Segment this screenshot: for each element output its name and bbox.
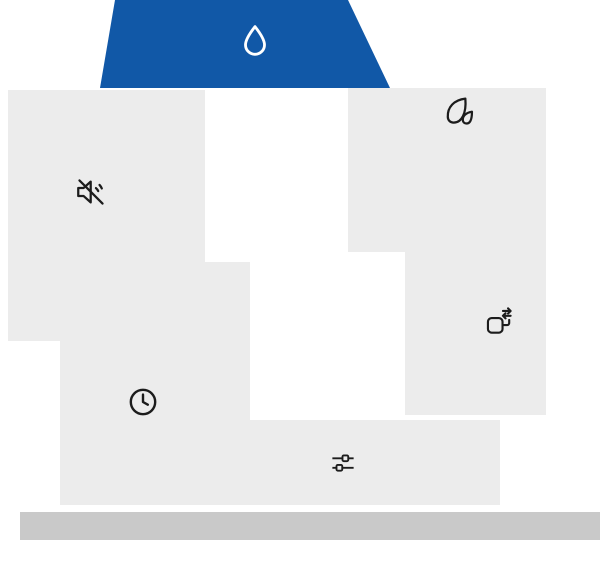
plug-sync-icon (482, 305, 516, 339)
active-tab-banner[interactable] (100, 0, 390, 88)
bottom-bar (20, 512, 600, 540)
water-drop-icon (235, 22, 275, 62)
eco-leaves-icon (440, 94, 476, 130)
panel-options[interactable] (200, 420, 500, 505)
panel-plug-sync[interactable] (405, 160, 546, 415)
clock-icon (126, 385, 160, 419)
volume-muted-icon (73, 174, 109, 210)
options-sliders-icon (328, 448, 358, 478)
